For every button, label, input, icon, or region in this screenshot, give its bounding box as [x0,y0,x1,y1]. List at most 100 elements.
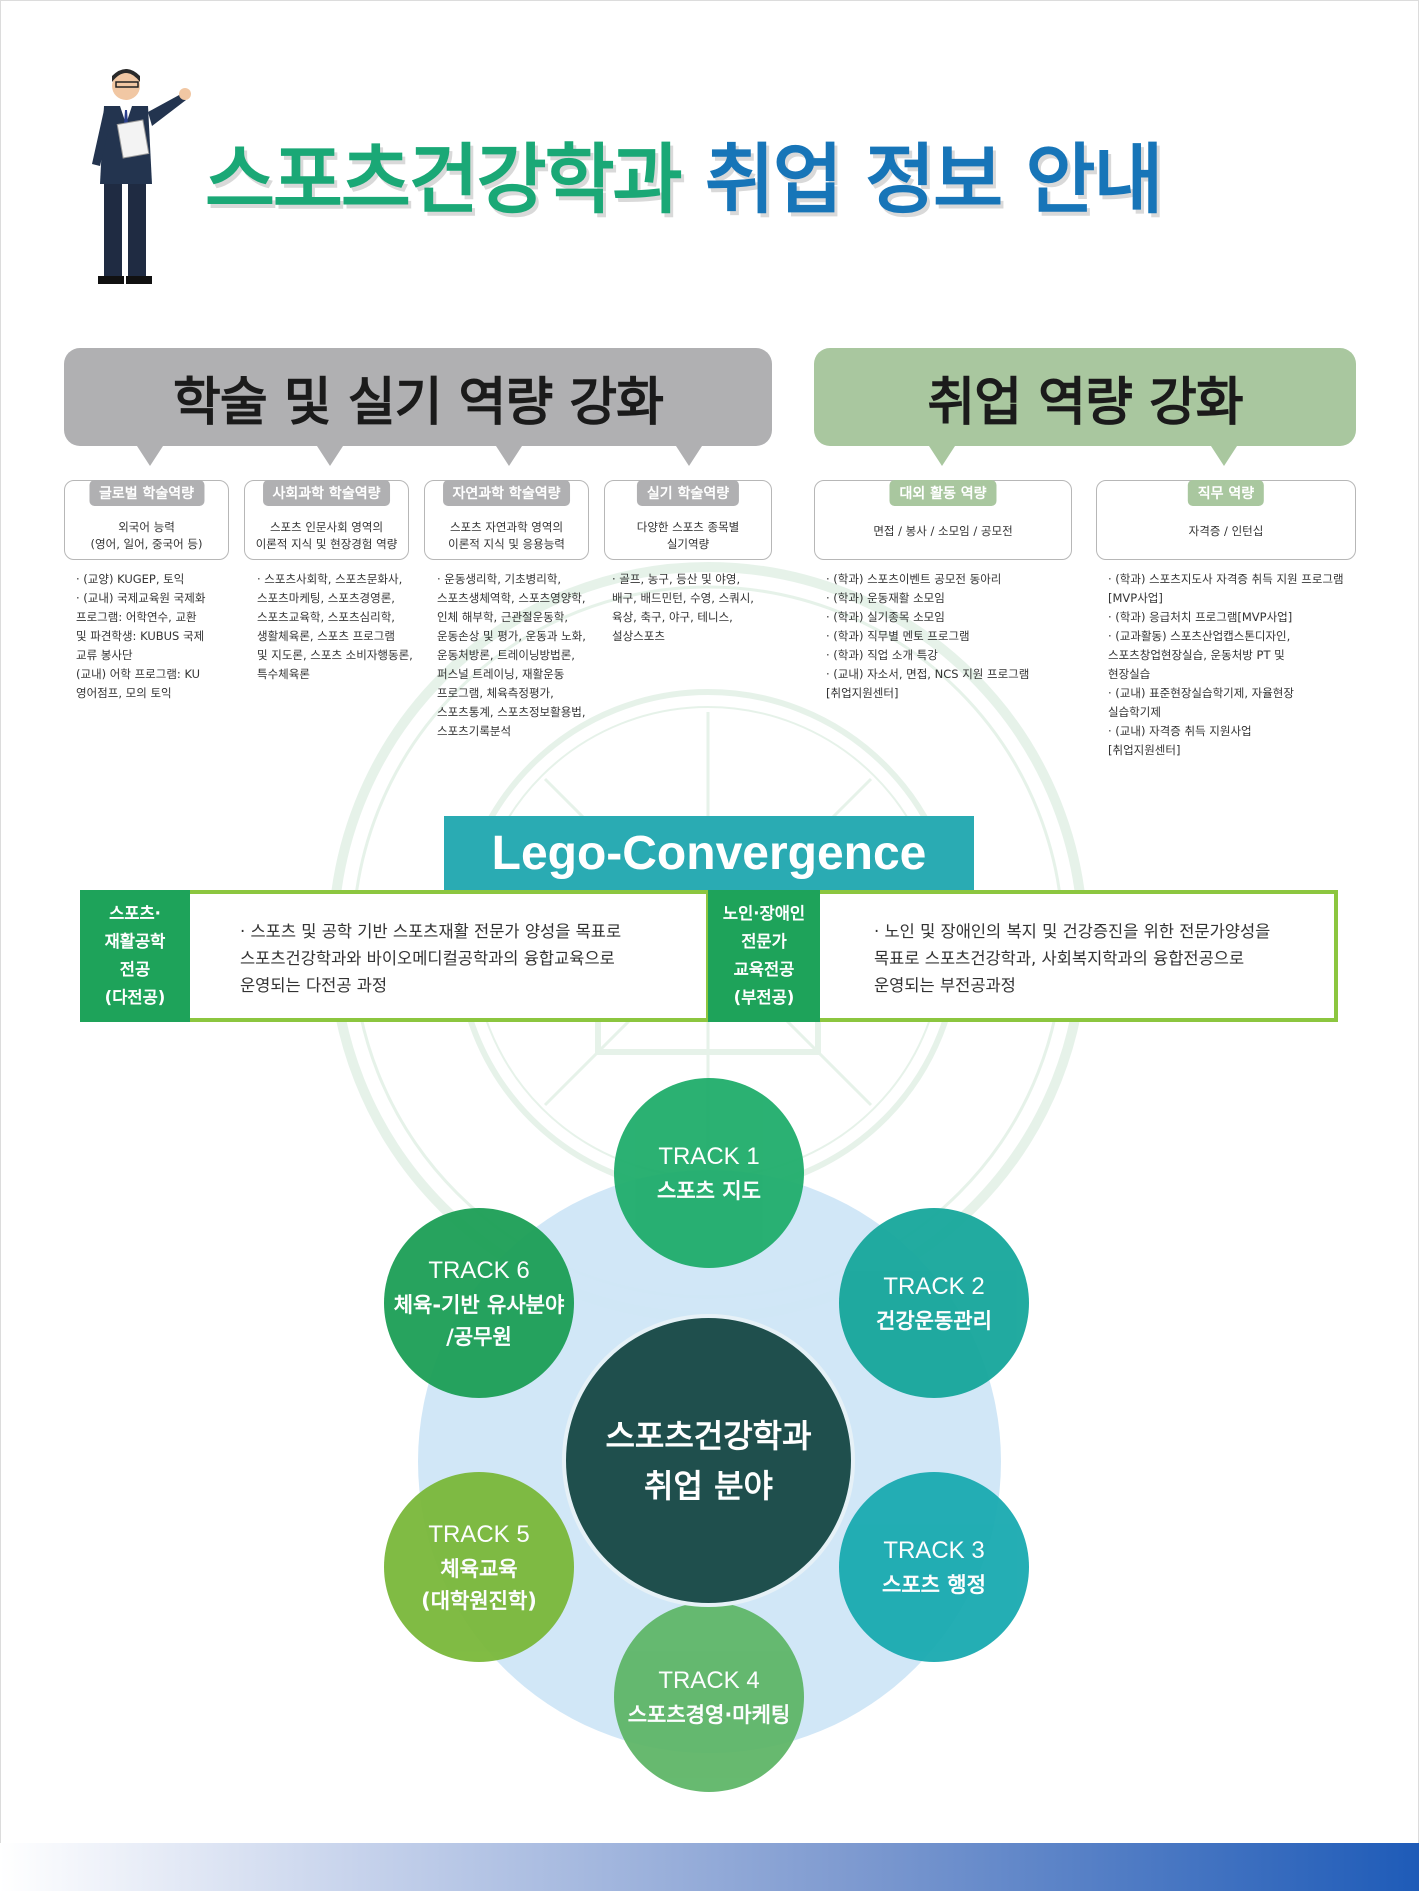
detail-external-activity: · (학과) 스포츠이벤트 공모전 동아리 · (학과) 운동재활 소모임 · … [826,570,1029,703]
detail-line: [취업지원센터] [826,686,899,700]
track-name: 체육교육 (대학원진학) [421,1557,537,1613]
card-natural-science: 자연과학 학술역량 스포츠 자연과학 영역의 이론적 지식 및 응용능력 [424,480,589,560]
track-3: TRACK 3 스포츠 행정 [839,1472,1029,1662]
detail-line: · (교내) 표준현장실습학기제, 자율현장 [1108,686,1294,700]
bottom-gradient-bar [0,1843,1419,1891]
detail-line: 운동손상 및 평가, 운동과 노화, [437,629,586,643]
lego-right-label: 노인·장애인 전문가 교육전공 (부전공) [708,890,820,1022]
detail-line: 및 지도론, 스포츠 소비자행동론, [257,648,413,662]
card-social-science: 사회과학 학술역량 스포츠 인문사회 영역의 이론적 지식 및 현장경험 역량 [244,480,409,560]
track-number: TRACK 2 [883,1273,985,1300]
detail-line: 영어점프, 모의 토익 [76,686,172,700]
detail-global: · (교양) KUGEP, 토익 · (교내) 국제교육원 국제화 프로그램: … [76,570,205,703]
detail-line: 스포츠생체역학, 스포츠영양학, [437,591,586,605]
card-desc: 자격증 / 인턴십 [1188,524,1264,538]
detail-line: 스포츠창업현장실습, 운동처방 PT 및 [1108,648,1285,662]
detail-line: · 스포츠사회학, 스포츠문화사, [257,572,403,586]
lego-left-text: · 스포츠 및 공학 기반 스포츠재활 전문가 양성을 목표로 스포츠건강학과와… [240,922,622,995]
card-desc: 외국어 능력 (영어, 일어, 중국어 등) [90,520,203,551]
card-job-skill: 직무 역량 자격증 / 인턴십 [1096,480,1356,560]
academic-banner: 학술 및 실기 역량 강화 [64,348,772,446]
lego-convergence-banner: Lego-Convergence [444,816,974,890]
pointer-arrow [496,446,522,466]
page-title: 스포츠건강학과 취업 정보 안내 [205,118,1163,228]
detail-line: · (학과) 스포츠이벤트 공모전 동아리 [826,572,1002,586]
title-department: 스포츠건강학과 [205,135,682,224]
employment-banner: 취업 역량 강화 [814,348,1356,446]
track-name: 스포츠경영·마케팅 [627,1703,791,1727]
card-desc: 스포츠 자연과학 영역의 이론적 지식 및 응용능력 [448,520,565,551]
track-name: 스포츠 지도 [657,1179,761,1203]
detail-line: 스포츠교육학, 스포츠심리학, [257,610,395,624]
card-external-activity: 대외 활동 역량 면접 / 봉사 / 소모임 / 공모전 [814,480,1072,560]
pointer-arrow [929,446,955,466]
track-number: TRACK 4 [658,1667,760,1694]
track-6: TRACK 6 체육-기반 유사분야 /공무원 [384,1208,574,1398]
title-info: 취업 정보 안내 [704,135,1163,224]
track-number: TRACK 6 [428,1257,530,1284]
detail-line: · 운동생리학, 기초병리학, [437,572,562,586]
detail-line: 특수체육론 [257,667,310,681]
center-line-2: 취업 분야 [644,1466,773,1505]
track-4: TRACK 4 스포츠경영·마케팅 [614,1602,804,1792]
detail-line: 프로그램, 체육측정평가, [437,686,554,700]
detail-line: [MVP사업] [1108,591,1163,605]
detail-line: 운동처방론, 트레이닝방법론, [437,648,575,662]
lego-right-text: · 노인 및 장애인의 복지 및 건강증진을 위한 전문가양성을 목표로 스포츠… [874,922,1271,995]
detail-social-science: · 스포츠사회학, 스포츠문화사, 스포츠마케팅, 스포츠경영론, 스포츠교육학… [257,570,413,684]
detail-line: · (학과) 직업 소개 특강 [826,648,938,662]
detail-line: · 골프, 농구, 등산 및 야영, [612,572,741,586]
detail-line: 스포츠기록분석 [437,724,512,738]
track-name: 건강운동관리 [876,1309,992,1333]
detail-line: · (학과) 직무별 멘토 프로그램 [826,629,970,643]
detail-line: 교류 봉사단 [76,648,133,662]
detail-line: 퍼스널 트레이닝, 재활운동 [437,667,565,681]
detail-line: 생활체육론, 스포츠 프로그램 [257,629,395,643]
detail-line: · (교내) 자격증 취득 지원사업 [1108,724,1252,738]
pointer-arrow [317,446,343,466]
detail-line: · (학과) 운동재활 소모임 [826,591,945,605]
pointer-arrow [676,446,702,466]
track-name: 스포츠 행정 [882,1573,986,1597]
track-5: TRACK 5 체육교육 (대학원진학) [384,1472,574,1662]
track-1: TRACK 1 스포츠 지도 [614,1078,804,1268]
card-tag: 직무 역량 [1187,480,1265,506]
pointer-arrow [1211,446,1237,466]
detail-line: · (교과활동) 스포츠산업캡스톤디자인, [1108,629,1291,643]
detail-line: 현장실습 [1108,667,1151,681]
card-global: 글로벌 학술역량 외국어 능력 (영어, 일어, 중국어 등) [64,480,229,560]
card-practical: 실기 학술역량 다양한 스포츠 종목별 실기역량 [604,480,772,560]
card-tag: 대외 활동 역량 [889,480,997,506]
detail-line: 및 파견학생: KUBUS 국제 [76,629,205,643]
detail-job-skill: · (학과) 스포츠지도사 자격증 취득 지원 프로그램 [MVP사업] · (… [1108,570,1344,760]
detail-line: 스포츠마케팅, 스포츠경영론, [257,591,395,605]
detail-line: · (교내) 자소서, 면접, NCS 지원 프로그램 [826,667,1030,681]
track-number: TRACK 5 [428,1521,530,1548]
card-desc: 스포츠 인문사회 영역의 이론적 지식 및 현장경험 역량 [255,520,398,551]
detail-line: (교내) 어학 프로그램: KU [76,667,201,681]
center-line-1: 스포츠건강학과 [605,1416,812,1455]
detail-line: 실습학기제 [1108,705,1161,719]
card-tag: 실기 학술역량 [636,480,740,506]
detail-line: · (학과) 응급처치 프로그램[MVP사업] [1108,610,1293,624]
detail-practical: · 골프, 농구, 등산 및 야영, 배구, 배드민턴, 수영, 스쿼시, 육상… [612,570,754,646]
detail-line: 설상스포츠 [612,629,665,643]
detail-line: · (학과) 실기종목 소모임 [826,610,945,624]
track-number: TRACK 3 [883,1537,985,1564]
career-field-center: 스포츠건강학과 취업 분야 [562,1314,855,1607]
track-name: 체육-기반 유사분야 /공무원 [393,1293,565,1349]
detail-line: 프로그램: 어학연수, 교환 [76,610,197,624]
detail-line: 육상, 축구, 야구, 테니스, [612,610,733,624]
detail-line: 스포츠통계, 스포츠정보활용법, [437,705,586,719]
detail-line: [취업지원센터] [1108,743,1181,757]
detail-natural-science: · 운동생리학, 기초병리학, 스포츠생체역학, 스포츠영양학, 인체 해부학,… [437,570,586,741]
presenter-illustration [92,69,191,284]
card-desc: 다양한 스포츠 종목별 실기역량 [636,520,740,551]
lego-left-label: 스포츠· 재활공학 전공 (다전공) [80,890,190,1022]
card-desc: 면접 / 봉사 / 소모임 / 공모전 [873,524,1013,538]
detail-line: · (교양) KUGEP, 토익 [76,572,185,586]
card-tag: 글로벌 학술역량 [88,480,205,506]
track-2: TRACK 2 건강운동관리 [839,1208,1029,1398]
card-tag: 사회과학 학술역량 [262,480,391,506]
pointer-arrow [137,446,163,466]
